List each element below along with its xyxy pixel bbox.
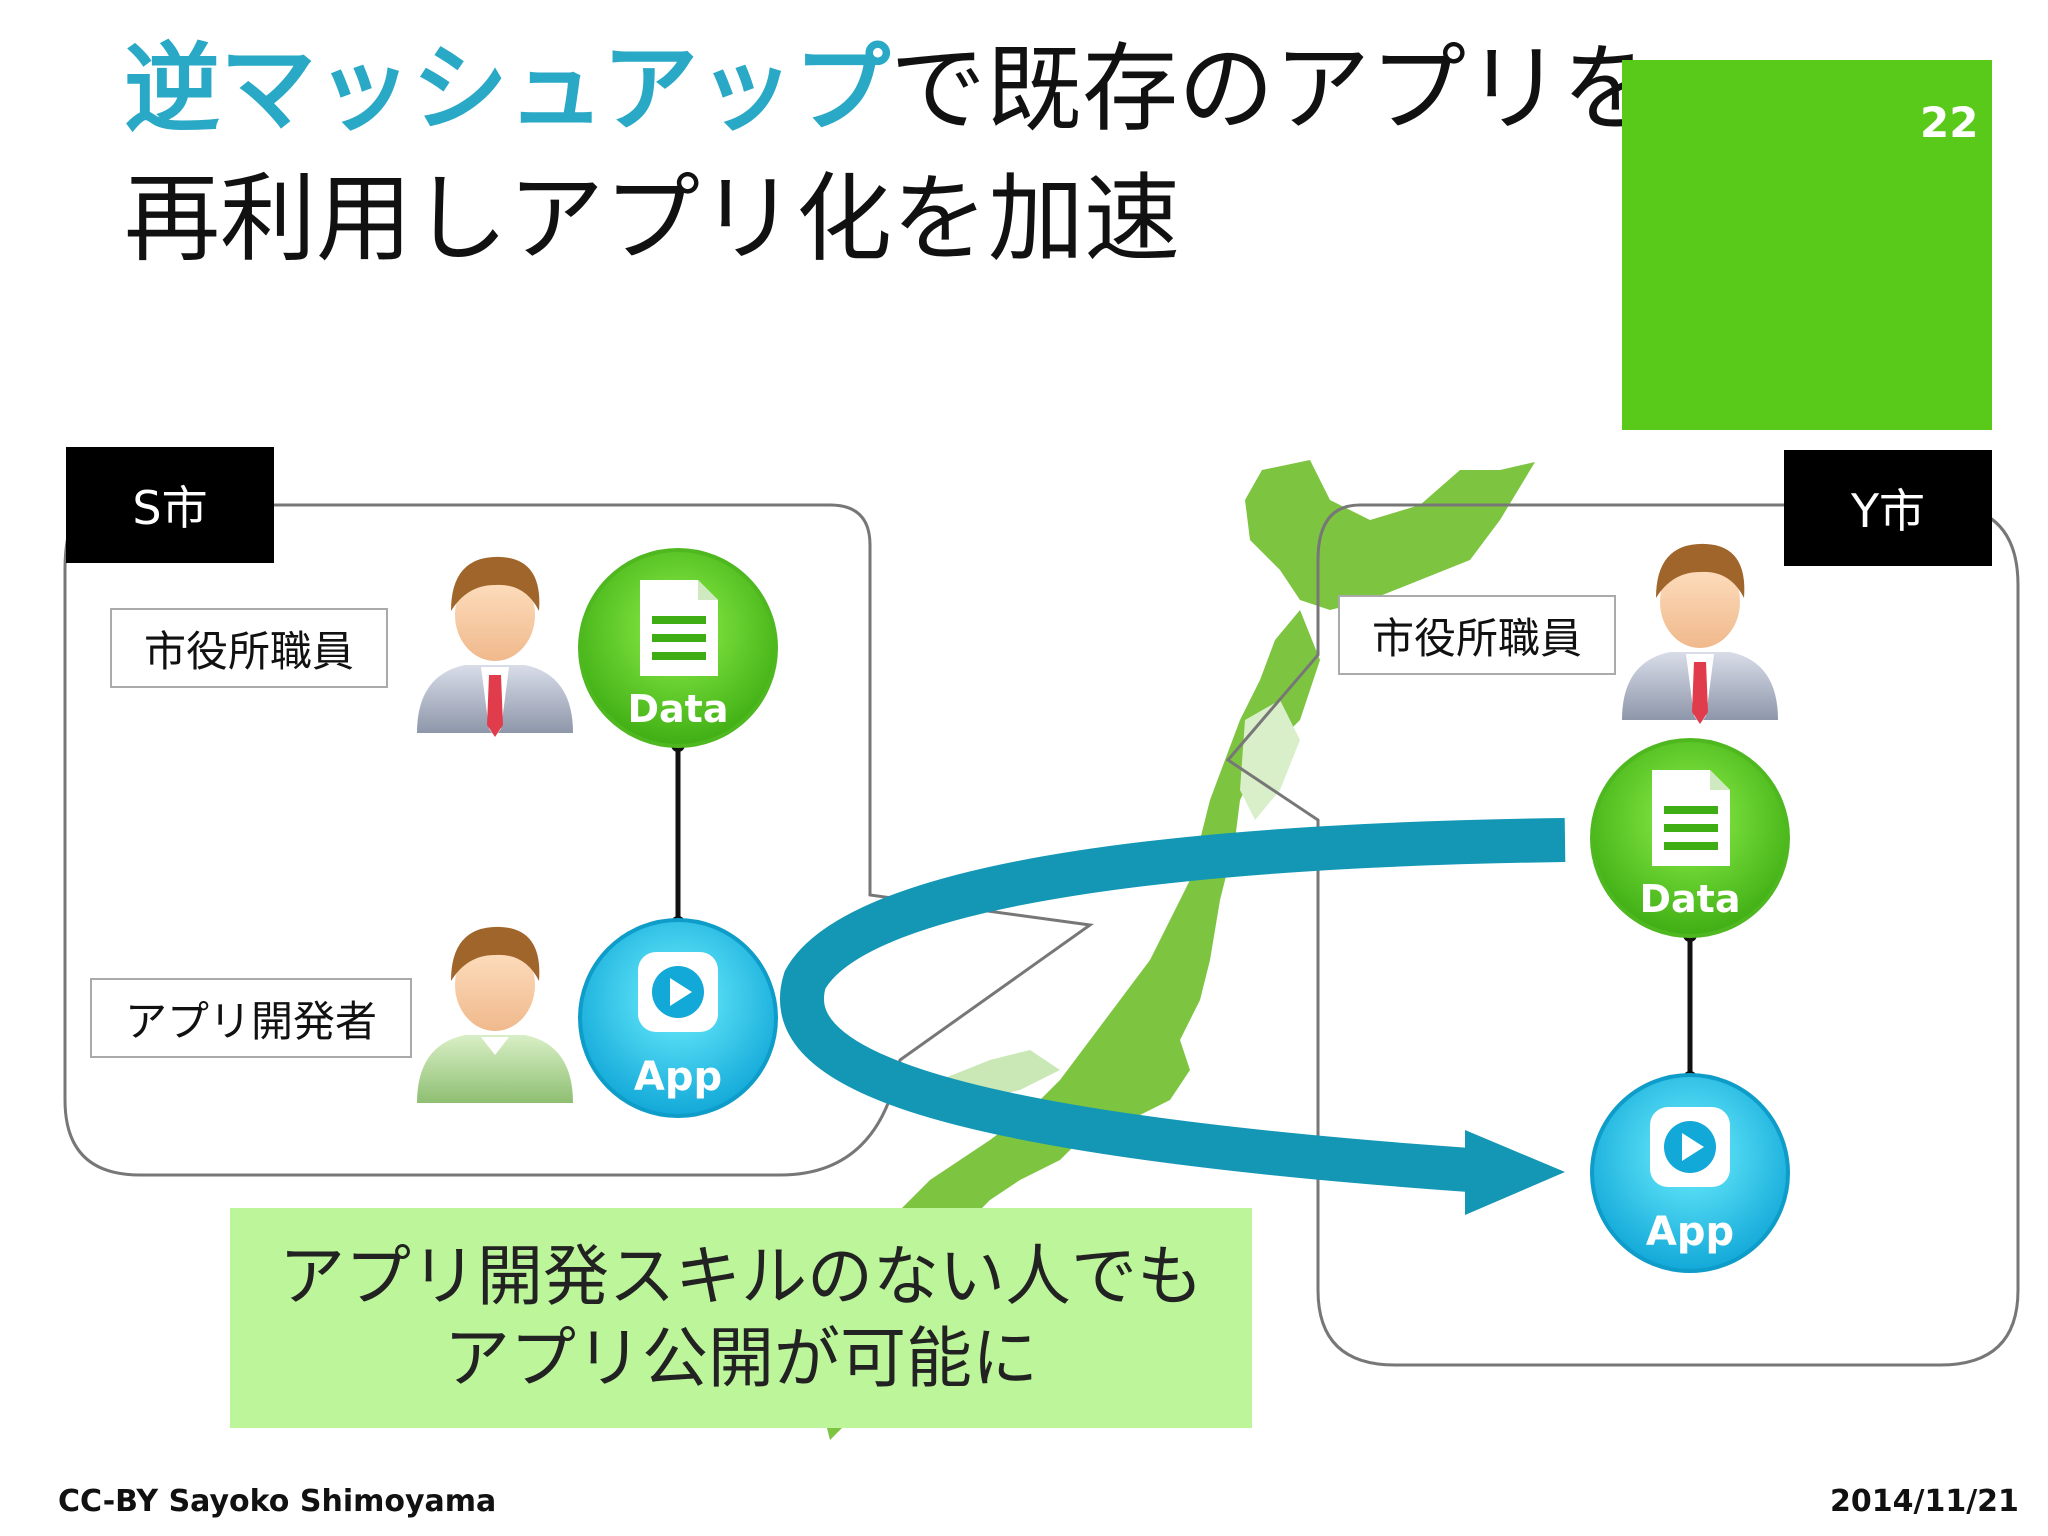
corner-block (1622, 60, 1992, 430)
region-box-left (63, 503, 1094, 1177)
role-label-app-developer: アプリ開発者 (90, 978, 412, 1058)
page-number: 22 (1920, 98, 1979, 147)
data-icon-label-left: Data (628, 687, 729, 731)
data-icon (1590, 738, 1790, 938)
title-line2: 再利用しアプリ化を加速 (124, 163, 1180, 275)
callout-line2: アプリ公開が可能に (444, 1320, 1038, 1397)
callout-box: アプリ開発スキルのない人でも アプリ公開が可能に (230, 1208, 1252, 1428)
city-staff-person-icon (417, 556, 573, 737)
data-icon (578, 548, 778, 748)
app-icon (1590, 1073, 1790, 1273)
footer-date: 2014/11/21 (1830, 1484, 2019, 1519)
data-icon-label-right: Data (1640, 877, 1741, 921)
footer-credit: CC-BY Sayoko Shimoyama (58, 1484, 497, 1519)
region-box-right (1225, 503, 2020, 1367)
slide-title: 逆マッシュアップで既存のアプリを 再利用しアプリ化を加速 (124, 24, 1658, 284)
app-icon-label-right: App (1646, 1209, 1734, 1255)
region-label-s-city: S市 (66, 447, 274, 563)
region-label-y-city: Y市 (1784, 450, 1992, 566)
app-developer-person-icon (417, 926, 573, 1103)
callout-line1: アプリ開発スキルのない人でも (279, 1238, 1203, 1315)
city-staff-person-icon-right (1622, 543, 1778, 724)
app-icon-label-left: App (634, 1054, 722, 1100)
title-line1-rest: で既存のアプリを (890, 33, 1659, 145)
app-icon (578, 918, 778, 1118)
role-label-city-staff: 市役所職員 (110, 608, 388, 688)
role-label-city-staff-right: 市役所職員 (1338, 595, 1616, 675)
title-accent: 逆マッシュアップ (124, 33, 891, 145)
reverse-mashup-arrow (780, 818, 1566, 1215)
